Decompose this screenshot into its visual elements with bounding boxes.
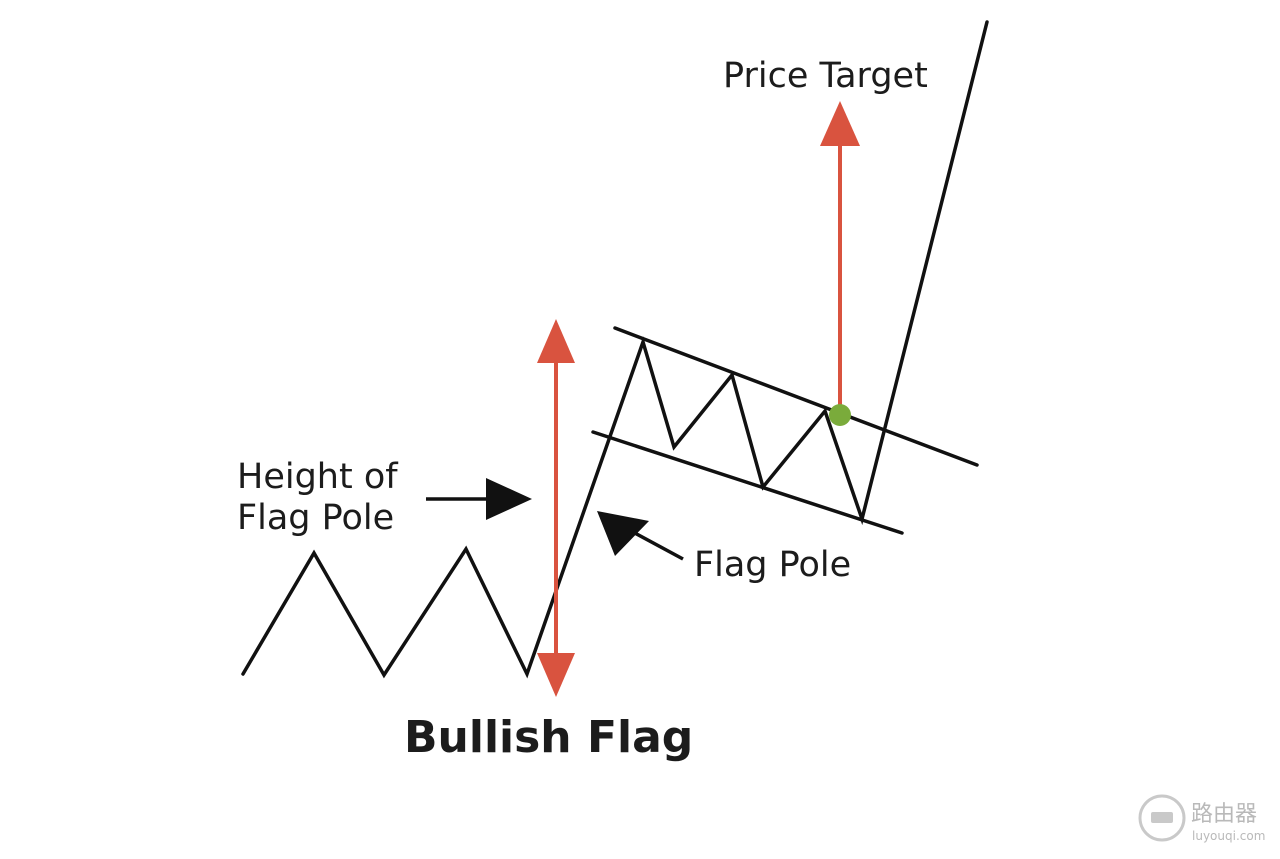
down-arrow-icon	[537, 653, 575, 697]
router-logo-icon	[1138, 794, 1186, 842]
up-arrow-icon	[820, 101, 860, 146]
price-path	[241, 20, 989, 679]
diagram-title: Bullish Flag	[404, 712, 693, 763]
height-pointer	[426, 478, 532, 520]
pointer-arrow-icon	[597, 511, 649, 556]
height-label-line2: Flag Pole	[237, 498, 394, 538]
price-target-arrow	[820, 101, 860, 412]
right-arrow-icon	[486, 478, 532, 520]
flag-upper-trendline	[613, 326, 979, 467]
watermark-url: luyouqi.com	[1192, 829, 1265, 843]
flag-pole-label: Flag Pole	[694, 545, 851, 585]
price-target-label: Price Target	[723, 56, 928, 96]
flag-pole-pointer	[597, 511, 684, 561]
flag-lower-trendline	[591, 430, 904, 535]
watermark: 路由器 luyouqi.com	[1138, 794, 1265, 843]
height-label-line1: Height of	[237, 457, 398, 497]
up-arrow-icon	[537, 319, 575, 363]
pole-height-arrow	[537, 319, 575, 697]
breakout-point	[829, 404, 851, 426]
watermark-name: 路由器	[1191, 802, 1257, 827]
